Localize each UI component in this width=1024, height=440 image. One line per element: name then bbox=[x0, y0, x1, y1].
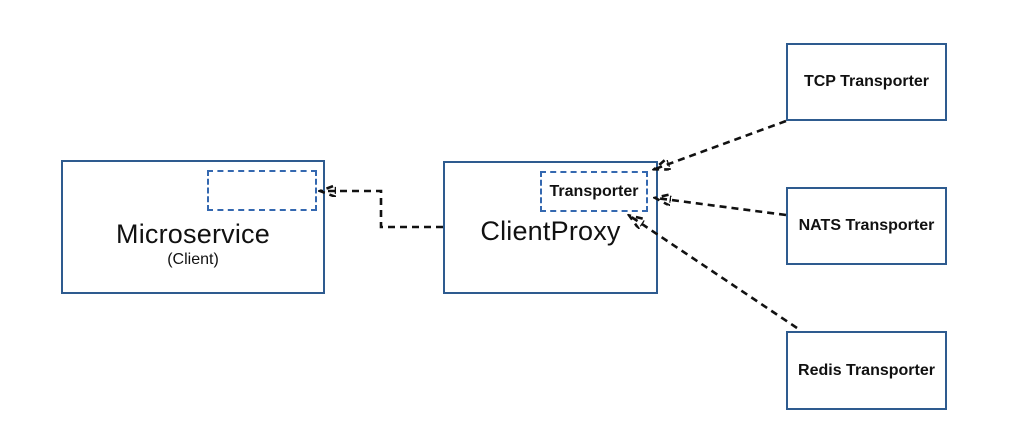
edge-clientproxy-to-microservice bbox=[321, 191, 443, 229]
microservice-text: Microservice (Client) bbox=[63, 219, 323, 269]
node-microservice: Microservice (Client) bbox=[61, 160, 325, 294]
node-tcp-transporter: TCP Transporter bbox=[786, 43, 947, 121]
edge-tcp-to-transporter-slot bbox=[655, 119, 787, 169]
tcp-transporter-label: TCP Transporter bbox=[803, 73, 930, 90]
microservice-transporter-slot bbox=[207, 170, 317, 211]
microservice-title: Microservice bbox=[116, 219, 270, 249]
transporter-slot: Transporter bbox=[540, 171, 648, 212]
redis-transporter-label: Redis Transporter bbox=[798, 361, 935, 379]
edge-nats-to-transporter-slot bbox=[656, 198, 787, 217]
client-proxy-title: ClientProxy bbox=[480, 216, 621, 246]
node-nats-transporter: NATS Transporter bbox=[786, 187, 947, 265]
node-client-proxy: Transporter ClientProxy bbox=[443, 161, 658, 294]
client-proxy-text: ClientProxy bbox=[445, 216, 656, 247]
node-redis-transporter: Redis Transporter bbox=[786, 331, 947, 410]
transporter-slot-label: Transporter bbox=[549, 182, 639, 200]
microservice-subtitle: (Client) bbox=[167, 251, 219, 269]
nats-transporter-label: NATS Transporter bbox=[798, 217, 935, 234]
